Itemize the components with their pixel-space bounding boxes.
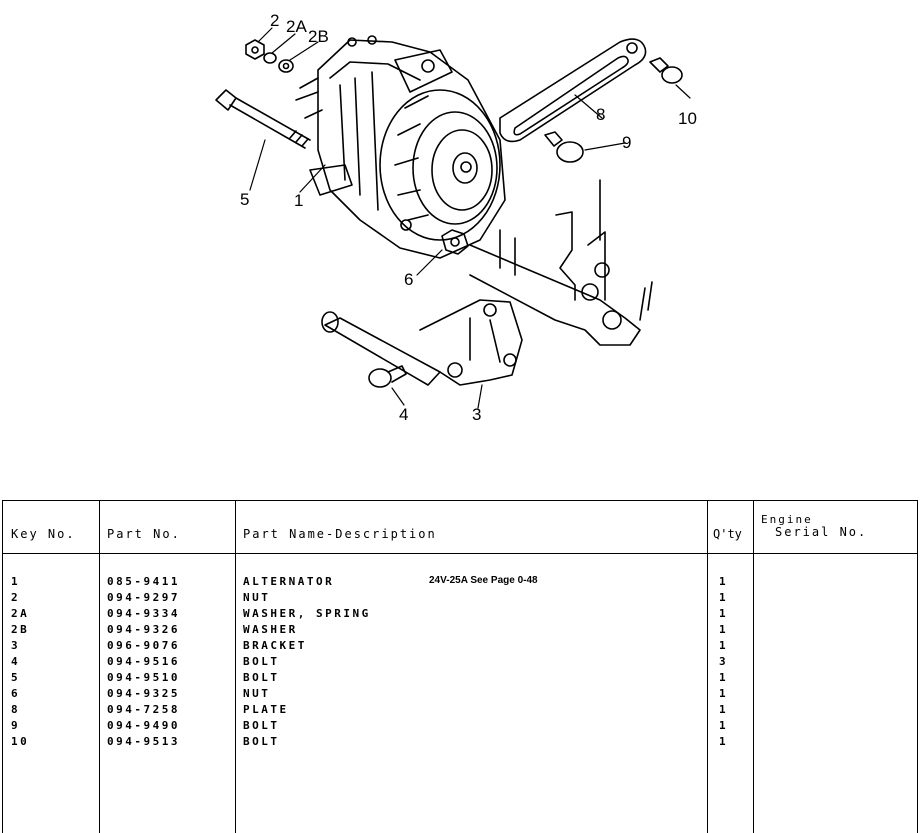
callout-9: 9 <box>622 133 631 152</box>
cell-qty: 1 <box>719 639 729 652</box>
cell-part-name: WASHER <box>243 623 298 636</box>
cell-part-no: 094-9516 <box>107 655 180 668</box>
cell-part-no: 094-7258 <box>107 703 180 716</box>
cell-part-name: BRACKET <box>243 639 307 652</box>
header-serial-no: Serial No. <box>775 525 868 539</box>
table-row: 8 094-7258 PLATE 1 <box>3 703 917 719</box>
cell-part-no: 096-9076 <box>107 639 180 652</box>
table-row: 9 094-9490 BOLT 1 <box>3 719 917 735</box>
cell-part-no: 085-9411 <box>107 575 180 588</box>
cell-key-no: 10 <box>11 735 30 748</box>
col-divider-name <box>235 501 708 833</box>
nut-and-washers <box>245 39 294 73</box>
header-engine: Engine <box>761 513 813 526</box>
cell-part-name: PLATE <box>243 703 289 716</box>
long-bolt <box>215 89 311 149</box>
engine-block-outline <box>469 179 653 346</box>
cell-key-no: 6 <box>11 687 21 700</box>
mounting-bracket <box>321 299 523 386</box>
cell-part-name: BOLT <box>243 735 280 748</box>
bolt-9 <box>544 131 584 163</box>
leader-lines <box>249 27 691 409</box>
cell-key-no: 8 <box>11 703 21 716</box>
table-row: 2 094-9297 NUT 1 <box>3 591 917 607</box>
col-divider-part <box>99 501 236 833</box>
callout-10: 10 <box>678 109 697 128</box>
table-row: 10 094-9513 BOLT 1 <box>3 735 917 751</box>
header-part-no: Part No. <box>107 527 181 541</box>
cell-key-no: 5 <box>11 671 21 684</box>
cell-part-no: 094-9297 <box>107 591 180 604</box>
cell-qty: 1 <box>719 687 729 700</box>
cell-key-no: 1 <box>11 575 21 588</box>
table-row: 4 094-9516 BOLT 3 <box>3 655 917 671</box>
col-divider-qty <box>707 501 754 833</box>
table-header: Key No. Part No. Part Name-Description Q… <box>3 501 917 554</box>
callout-8: 8 <box>596 105 605 124</box>
table-row: 1 085-9411 ALTERNATOR 1 24V-25A See Page 0-4… <box>3 575 917 591</box>
callout-6: 6 <box>404 270 413 289</box>
cell-key-no: 2B <box>11 623 30 636</box>
cell-qty: 1 <box>719 735 729 748</box>
nut-6 <box>441 229 469 255</box>
cell-key-no: 4 <box>11 655 21 668</box>
cell-qty: 1 <box>719 719 729 732</box>
header-qty: Q'ty <box>713 527 742 541</box>
cell-part-name: NUT <box>243 687 271 700</box>
cell-qty: 1 <box>719 671 729 684</box>
table-row: 6 094-9325 NUT 1 <box>3 687 917 703</box>
cell-part-no: 094-9510 <box>107 671 180 684</box>
adjusting-plate <box>499 38 647 143</box>
callout-2B: 2B <box>308 27 329 46</box>
cell-part-no: 094-9490 <box>107 719 180 732</box>
cell-key-no: 3 <box>11 639 21 652</box>
callout-5: 5 <box>240 190 249 209</box>
col-divider-key <box>3 501 100 833</box>
cell-part-name: BOLT <box>243 655 280 668</box>
table-row: 5 094-9510 BOLT 1 <box>3 671 917 687</box>
cell-qty: 1 <box>719 623 729 636</box>
callout-2A: 2A <box>286 17 307 36</box>
header-part-name: Part Name-Description <box>243 527 437 541</box>
bolt-4 <box>368 365 407 388</box>
cell-qty: 3 <box>719 655 729 668</box>
cell-part-name: WASHER, SPRING <box>243 607 371 620</box>
cell-part-no: 094-9513 <box>107 735 180 748</box>
exploded-parts-diagram: 2 2A 2B 1 5 8 9 10 6 4 3 <box>215 11 697 424</box>
cell-qty: 1 <box>719 607 729 620</box>
cell-note: 24V-25A See Page 0-48 <box>429 575 538 586</box>
parts-table: Key No. Part No. Part Name-Description Q… <box>2 500 918 833</box>
bolt-10 <box>649 57 683 84</box>
cell-key-no: 9 <box>11 719 21 732</box>
callout-4: 4 <box>399 405 408 424</box>
table-row: 2B 094-9326 WASHER 1 <box>3 623 917 639</box>
cell-part-no: 094-9325 <box>107 687 180 700</box>
cell-part-no: 094-9334 <box>107 607 180 620</box>
callout-1: 1 <box>294 191 303 210</box>
cell-qty: 1 <box>719 703 729 716</box>
table-row: 3 096-9076 BRACKET 1 <box>3 639 917 655</box>
cell-part-name: NUT <box>243 591 271 604</box>
cell-part-name: BOLT <box>243 671 280 684</box>
cell-qty: 1 <box>719 591 729 604</box>
cell-part-name: BOLT <box>243 719 280 732</box>
cell-qty: 1 <box>719 575 729 588</box>
callout-3: 3 <box>472 405 481 424</box>
cell-key-no: 2 <box>11 591 21 604</box>
header-key-no: Key No. <box>11 527 76 541</box>
table-row: 2A 094-9334 WASHER, SPRING 1 <box>3 607 917 623</box>
cell-part-name: ALTERNATOR <box>243 575 335 588</box>
callout-2: 2 <box>270 11 279 30</box>
alternator <box>295 35 506 259</box>
cell-part-no: 094-9326 <box>107 623 180 636</box>
cell-key-no: 2A <box>11 607 30 620</box>
